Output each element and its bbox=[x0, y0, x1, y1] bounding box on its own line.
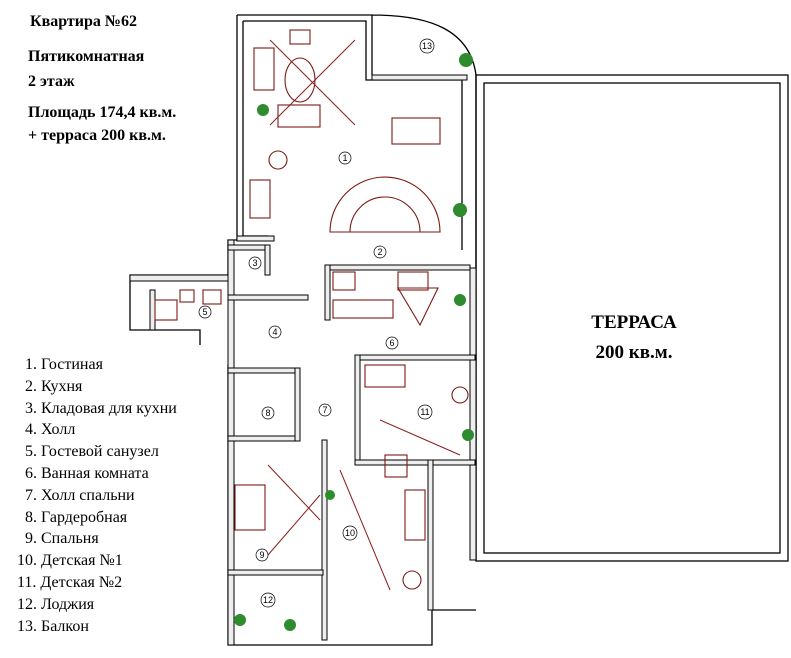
legend-item: 11. Детская №2 bbox=[17, 573, 123, 591]
room-number: 4 bbox=[272, 327, 277, 337]
room-number: 2 bbox=[377, 247, 382, 257]
legend-item: 12. Лоджия bbox=[17, 595, 95, 613]
area: Площадь 174,4 кв.м. bbox=[28, 104, 177, 121]
legend-item: 6. Ванная комната bbox=[25, 464, 149, 482]
legend-item: 7. Холл спальни bbox=[25, 486, 135, 504]
interior-walls bbox=[149, 74, 476, 641]
room-number: 12 bbox=[263, 595, 273, 605]
room-number: 8 bbox=[265, 408, 270, 418]
room-number: 1 bbox=[342, 153, 347, 163]
plants bbox=[234, 53, 474, 631]
furniture bbox=[154, 29, 469, 591]
legend-item: 10. Детская №1 bbox=[17, 552, 123, 570]
apartment-title: Квартира №62 bbox=[30, 13, 137, 30]
room-number: 11 bbox=[420, 407, 429, 417]
outer-walls bbox=[129, 14, 477, 646]
room-number: 7 bbox=[322, 405, 327, 415]
legend-item: 2. Кухня bbox=[25, 377, 83, 395]
room-number: 10 bbox=[345, 528, 355, 538]
legend-item: 9. Спальня bbox=[25, 530, 99, 548]
legend-item: 8. Гардеробная bbox=[25, 508, 128, 526]
rooms-type: Пятикомнатная bbox=[28, 48, 145, 65]
legend-item: 4. Холл bbox=[25, 421, 76, 439]
room-number: 6 bbox=[389, 338, 394, 348]
terrace-label: ТЕРРАСА bbox=[591, 312, 677, 333]
terrace-area-label: 200 кв.м. bbox=[596, 342, 673, 363]
room-number: 9 bbox=[259, 550, 264, 560]
legend-item: 13. Балкон bbox=[17, 617, 89, 635]
room-number: 3 bbox=[252, 258, 257, 268]
room-number-markers: 1 2 3 4 5 6 7 8 9 10 11 12 13 bbox=[198, 38, 435, 608]
legend-item: 1. Гостиная bbox=[25, 356, 103, 373]
room-number: 5 bbox=[202, 307, 207, 317]
room-number: 13 bbox=[422, 41, 432, 51]
terrace-area: + терраса 200 кв.м. bbox=[28, 127, 166, 144]
legend-item: 5. Гостевой санузел bbox=[25, 443, 159, 461]
legend-item: 3. Кладовая для кухни bbox=[25, 399, 177, 417]
room-legend: 1. Гостиная 2. Кухня 3. Кладовая для кух… bbox=[17, 354, 177, 637]
floor: 2 этаж bbox=[28, 73, 75, 90]
